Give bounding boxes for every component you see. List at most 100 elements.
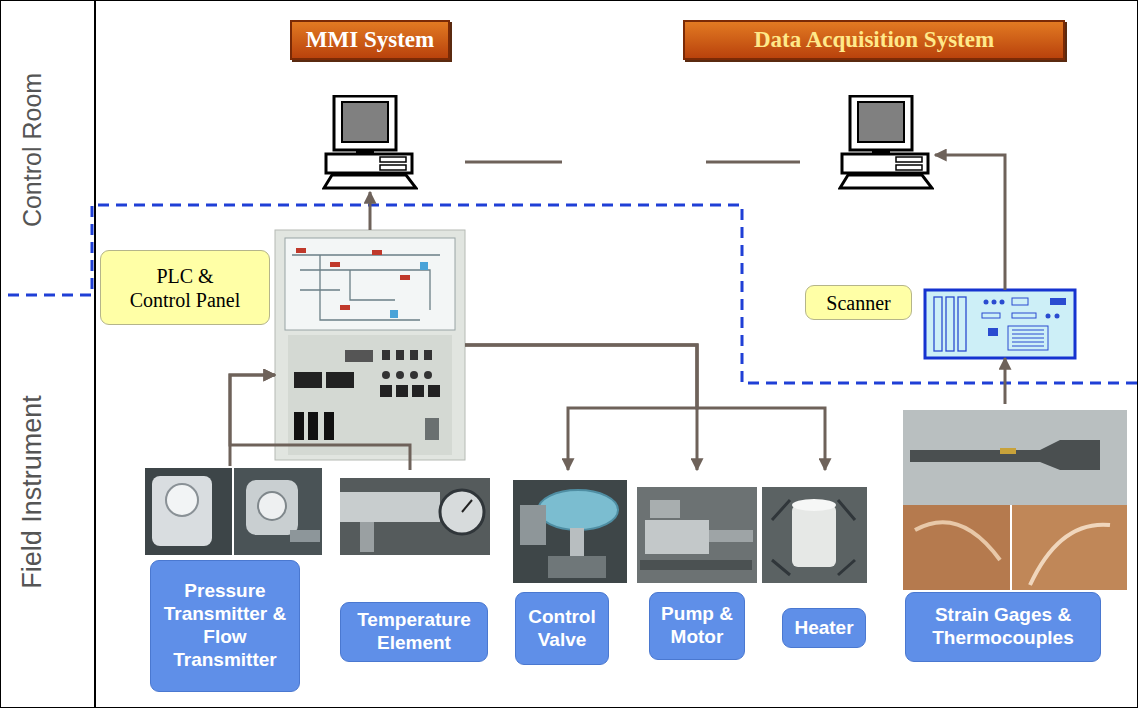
- connector-arrow: [230, 375, 275, 466]
- plc-panel-photo: [294, 372, 322, 388]
- control-valve-photo: [513, 480, 627, 583]
- strain-gage-photo: [1030, 525, 1110, 585]
- heater-photo: [792, 499, 836, 511]
- plc-panel-photo: [424, 350, 432, 360]
- plc-panel-photo: [330, 262, 340, 267]
- pressure-transmitter-photo: [290, 530, 320, 542]
- pressure-transmitter-photo: [166, 484, 198, 516]
- scanner-photo: [1012, 313, 1036, 318]
- node-text: Heater: [794, 617, 853, 640]
- pressure-transmitter-photo: [152, 476, 212, 546]
- plc-panel-photo: [410, 350, 418, 360]
- strain-gage-photo: [1000, 448, 1016, 454]
- plc-panel-photo: [400, 275, 410, 280]
- text-group: Data Acquisition System: [754, 27, 994, 53]
- plc-panel-photo: [296, 248, 306, 253]
- plc-panel-photo: [390, 310, 398, 318]
- plc-panel-photo: [382, 350, 390, 360]
- text-group: Control Valve: [521, 606, 603, 652]
- strain-gage-photo: [903, 410, 1127, 590]
- pump-motor-photo: [640, 560, 752, 570]
- node-text: Pressure Transmitter & Flow Transmitter: [156, 580, 294, 671]
- scanner-photo: [925, 290, 1075, 358]
- plc-panel-photo: [396, 385, 408, 397]
- scanner-photo: [925, 290, 1075, 358]
- scanner-photo: [958, 297, 966, 351]
- instrument-box: Pump & Motor: [637, 470, 757, 660]
- pressure-transmitter-photo: [145, 468, 232, 555]
- scanner-photo: [984, 300, 989, 305]
- instrument-box: Heater: [762, 470, 867, 648]
- plc-panel-photo: [424, 371, 432, 379]
- temperature-element-photo: [462, 500, 472, 512]
- control-valve-photo: [570, 528, 584, 556]
- plc-panel-photo: [396, 371, 404, 379]
- connector-arrow: [465, 345, 697, 470]
- pump-motor-photo: [637, 487, 757, 583]
- connector-arrow: [440, 161, 800, 164]
- scanner-photo: [1008, 326, 1048, 350]
- scanner-photo: [934, 297, 942, 351]
- plc-panel-photo: [396, 350, 404, 360]
- connector-arrow: [465, 345, 825, 470]
- strain-gage-photo: [915, 522, 1000, 560]
- label-box: Pressure Transmitter & Flow Transmitter: [150, 560, 300, 692]
- computer-icon: [840, 96, 932, 188]
- plc-panel-photo: [308, 412, 318, 440]
- computer-icon: [324, 96, 416, 188]
- connector-arrow: [369, 192, 372, 230]
- node-text: MMI System: [306, 27, 434, 53]
- scanner-photo: [946, 297, 954, 351]
- instrument-box: Control Valve: [513, 470, 627, 665]
- zone-label: Field Instrument: [17, 395, 48, 589]
- pressure-transmitter-photo: [246, 480, 298, 535]
- scanner-photo: [988, 328, 998, 336]
- control-valve-photo: [520, 505, 546, 545]
- plc-panel-photo: [340, 305, 350, 310]
- pump-motor-photo: [637, 487, 757, 583]
- label-box: Strain Gages & Thermocouples: [905, 592, 1101, 662]
- plc-panel-photo: [425, 418, 439, 440]
- plc-panel-photo: [345, 350, 373, 362]
- pump-motor-photo: [645, 520, 709, 554]
- plc-panel-photo: [275, 230, 465, 460]
- label-tag: PLC & Control Panel: [100, 250, 270, 325]
- node-text: Scanner: [826, 291, 890, 315]
- connector-arrow: [1004, 358, 1007, 404]
- pressure-transmitter-photo: [258, 492, 286, 520]
- plc-panel-photo: [324, 412, 334, 440]
- connector-arrow: [935, 155, 1005, 290]
- plc-panel-photo: [412, 385, 424, 397]
- text-group: Pump & Motor: [655, 603, 739, 649]
- plc-panel-photo: [326, 372, 354, 388]
- pump-motor-photo: [709, 530, 753, 542]
- scanner-photo: [1000, 300, 1005, 305]
- text-group: Strain Gages & Thermocouples: [911, 604, 1095, 650]
- frame: [94, 0, 96, 708]
- label-tag: Scanner: [805, 285, 912, 320]
- temperature-element-photo: [340, 492, 440, 522]
- node-text: Control Valve: [521, 606, 603, 652]
- scanner-photo: [1050, 298, 1066, 305]
- label-box: Control Valve: [515, 592, 609, 665]
- text-group: Heater: [794, 617, 853, 640]
- instrument-box: Strain Gages & Thermocouples: [903, 404, 1127, 662]
- heater-photo: [772, 500, 855, 575]
- scanner-photo: [1012, 298, 1028, 305]
- temperature-element-photo: [340, 478, 490, 555]
- plc-panel-photo: [382, 371, 390, 379]
- panel-tag: Scanner: [925, 290, 1075, 358]
- plc-panel-photo: [294, 412, 304, 440]
- computer-icon: [324, 96, 932, 188]
- scanner-photo: [982, 313, 1000, 318]
- node-text: Data Acquisition System: [754, 27, 994, 53]
- temperature-element-photo: [340, 478, 490, 555]
- plc-panel-photo: [410, 371, 418, 379]
- plc-panel-photo: [372, 250, 382, 255]
- node-text: Temperature Element: [346, 609, 482, 655]
- text-group: MMI System: [306, 27, 434, 53]
- strain-gage-photo: [910, 440, 1100, 470]
- zone-label: Control Room: [18, 73, 47, 227]
- heater-photo: [762, 487, 867, 583]
- control-valve-photo: [538, 490, 618, 530]
